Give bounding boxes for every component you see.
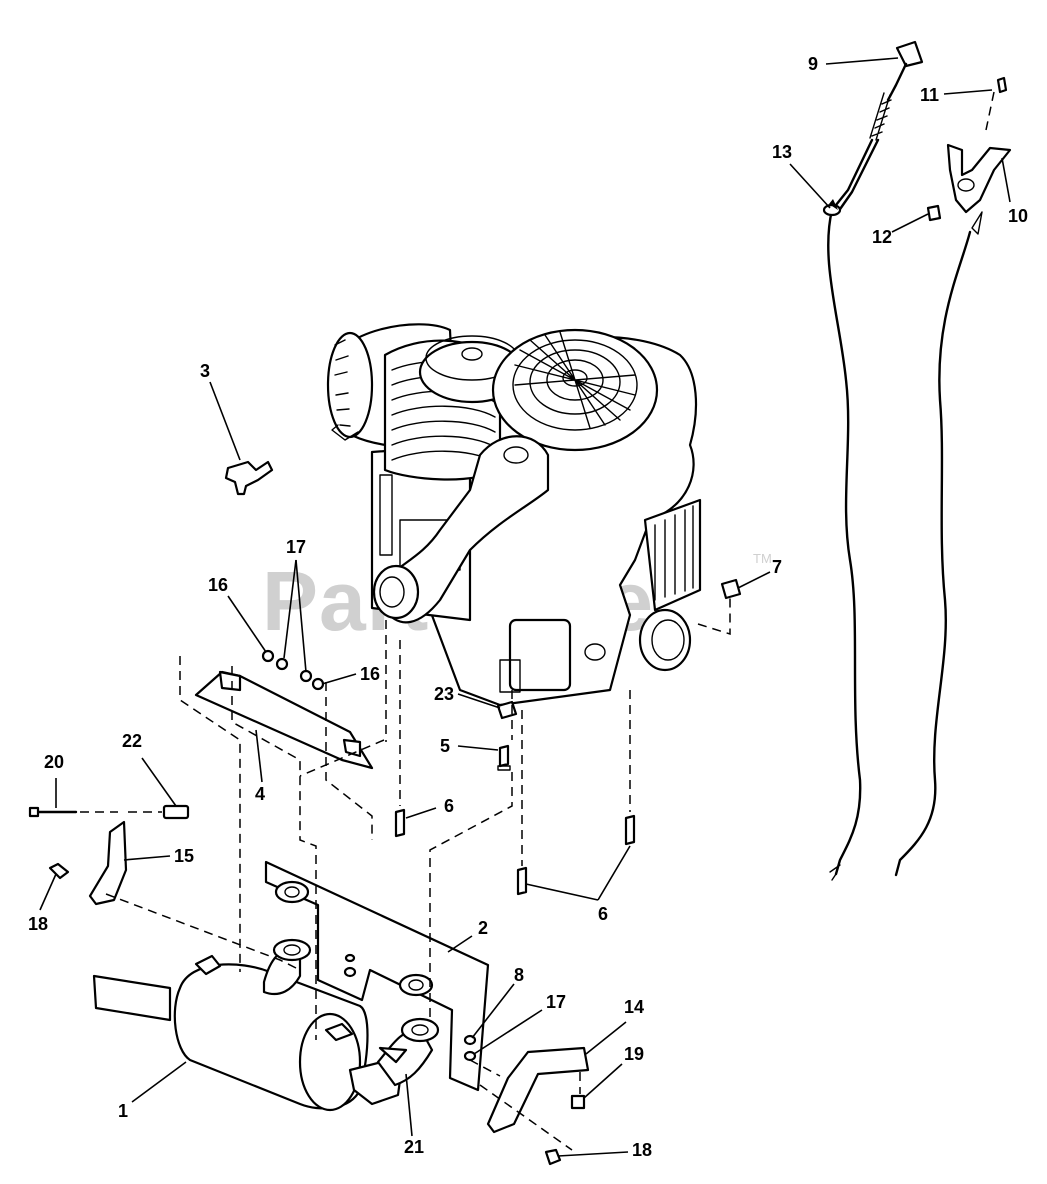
assembly-lines	[80, 91, 995, 1151]
screw-18b[interactable]	[544, 1148, 562, 1166]
bolt-5[interactable]	[497, 744, 511, 771]
callout-18a: 18	[28, 914, 48, 934]
bolt-20[interactable]	[28, 806, 78, 818]
callout-6b: 6	[598, 904, 608, 924]
callout-17a: 17	[286, 537, 306, 557]
callout-11: 11	[920, 85, 939, 105]
watermark-tm: TM	[753, 551, 772, 566]
bolt-6b[interactable]	[516, 866, 528, 896]
washers-16-17[interactable]	[261, 649, 477, 1062]
callout-16b: 16	[360, 664, 380, 684]
callout-17b: 17	[546, 992, 566, 1012]
muffler-1[interactable]	[92, 938, 440, 1112]
throttle-lever[interactable]	[894, 143, 1012, 877]
callout-6a: 6	[444, 796, 454, 816]
nut-19[interactable]	[570, 1094, 586, 1110]
callout-7: 7	[772, 557, 782, 577]
callout-8: 8	[514, 965, 524, 985]
leader-lines	[39, 57, 1011, 1157]
callout-2: 2	[478, 918, 488, 938]
callout-3: 3	[200, 361, 210, 381]
callout-18b: 18	[632, 1140, 652, 1160]
callout-4: 4	[255, 784, 265, 804]
bolt-6c[interactable]	[624, 814, 636, 846]
heat-shield-4[interactable]	[194, 670, 374, 770]
callout-9: 9	[808, 54, 818, 74]
callout-21: 21	[404, 1137, 424, 1157]
callout-16a: 16	[208, 575, 228, 595]
callout-23: 23	[434, 684, 454, 704]
hardware-11-12[interactable]	[926, 76, 1008, 222]
fitting-3[interactable]	[224, 460, 274, 496]
callout-14: 14	[624, 997, 644, 1017]
gasket-plate-2[interactable]	[264, 860, 490, 1092]
screw-18a[interactable]	[48, 862, 70, 880]
callout-1: 1	[118, 1101, 128, 1121]
callout-12: 12	[872, 227, 892, 247]
bracket-15[interactable]	[88, 820, 128, 906]
choke-cable[interactable]	[822, 40, 924, 881]
bracket-14[interactable]	[486, 1046, 590, 1134]
callout-22: 22	[122, 731, 142, 751]
callout-5: 5	[440, 736, 450, 756]
callout-19: 19	[624, 1044, 644, 1064]
bolt-6a[interactable]	[394, 808, 406, 838]
callout-10: 10	[1008, 206, 1028, 226]
nut-23[interactable]	[496, 700, 518, 720]
callout-15: 15	[174, 846, 194, 866]
nut-7[interactable]	[720, 578, 742, 600]
engine[interactable]	[326, 323, 702, 707]
callout-labels: 3 9 11 13 10 12 7 17 16 16 23 5 6 6 4 22…	[28, 54, 1028, 1160]
spacer-22[interactable]	[162, 804, 190, 820]
callout-13: 13	[772, 142, 792, 162]
callout-20: 20	[44, 752, 64, 772]
